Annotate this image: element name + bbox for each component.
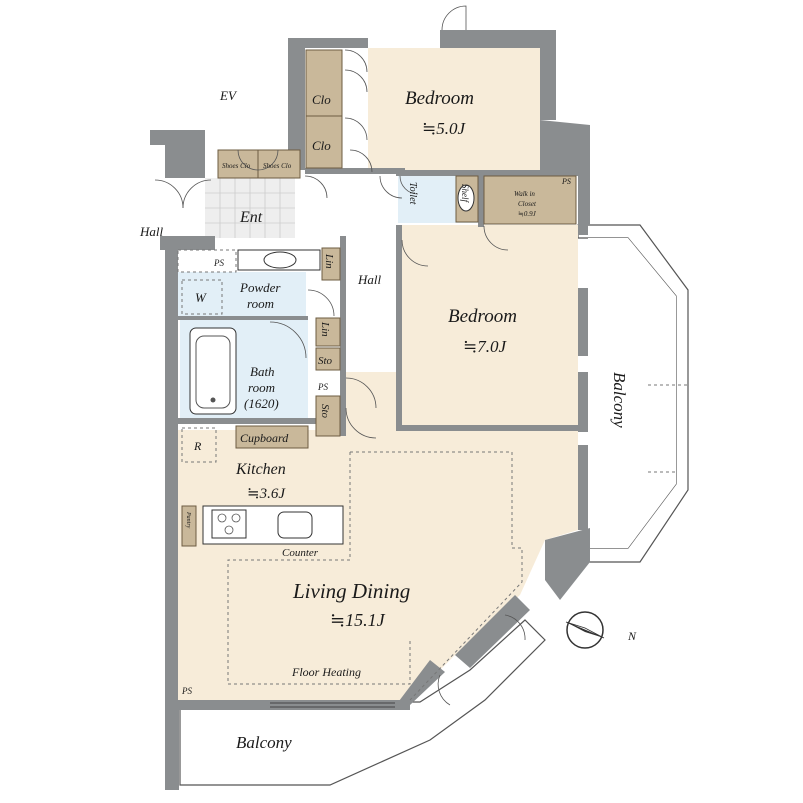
bedroom-1-floor — [368, 48, 540, 170]
storage-top — [315, 347, 341, 371]
clo-bottom-label: Clo — [312, 138, 331, 153]
walkin-size: ≒0.9J — [518, 210, 537, 218]
powder-title-1: Powder — [239, 280, 281, 295]
pantry — [181, 505, 197, 547]
ev-label: EV — [219, 88, 238, 103]
balcony-bottom-label: Balcony — [236, 733, 292, 752]
kitchen-size: ≒3.6J — [247, 486, 286, 502]
bath-title-1: Bath — [250, 364, 275, 379]
cupboard — [235, 425, 309, 449]
linen-top — [321, 247, 341, 281]
bedroom-2-size: ≒7.0J — [463, 337, 507, 356]
bathtub-icon — [189, 327, 237, 415]
clo-top-label: Clo — [312, 92, 331, 107]
pantry-label: Pantry — [185, 511, 191, 529]
bath-title-2: room — [248, 380, 275, 395]
balcony-right-label: Balcony — [610, 372, 629, 428]
shoes-clo-left-label: Shoes Clo — [222, 162, 251, 170]
bath-title-3: (1620) — [244, 396, 279, 411]
ps-top-label: PS — [213, 258, 224, 268]
walkin-closet — [483, 175, 577, 225]
linen-mid — [315, 317, 341, 347]
bedroom-2-floor — [400, 225, 578, 430]
closet-top — [305, 49, 343, 117]
ps-mid-label: PS — [317, 382, 328, 392]
kitchen-title: Kitchen — [235, 461, 286, 478]
lin-top-label: Lin — [323, 253, 335, 269]
walkin-title-2: Closet — [518, 200, 537, 208]
sto-bottom-label: Sto — [319, 404, 331, 419]
hall-inside-label: Hall — [357, 272, 382, 287]
walkin-title-1: Walk in — [514, 190, 535, 198]
bedroom-1-title: Bedroom — [405, 88, 474, 109]
hall-outside-label: Hall — [139, 224, 164, 239]
compass-n-label: N — [627, 629, 637, 643]
storage-bottom — [315, 395, 341, 437]
living-title: Living Dining — [292, 579, 410, 603]
closet-bottom — [305, 115, 343, 169]
counter-label: Counter — [282, 547, 319, 559]
balcony-right-floor — [588, 238, 676, 548]
ps-bottom-label: PS — [181, 686, 192, 696]
bedroom-1-size: ≒5.0J — [422, 119, 466, 138]
ent-label: Ent — [239, 209, 263, 226]
w-label: W — [195, 290, 207, 305]
stove-icon — [211, 509, 247, 539]
living-floor — [178, 380, 578, 700]
powder-title-2: room — [247, 296, 274, 311]
shelf-label: Shelf — [460, 184, 470, 203]
toilet-icon — [457, 184, 475, 212]
r-label: R — [193, 439, 202, 453]
compass-icon — [565, 611, 605, 649]
sto-top-label: Sto — [318, 355, 333, 367]
ps-walkin-label: PS — [561, 177, 571, 186]
sink-icon — [277, 511, 313, 539]
bedroom-2-title: Bedroom — [448, 306, 517, 327]
shoes-closet-right — [257, 149, 301, 179]
washbasin-icon — [263, 251, 297, 269]
toilet-label: Toilet — [407, 182, 418, 205]
shoes-clo-right-label: Shoes Clo — [263, 162, 292, 170]
living-size: ≒15.1J — [330, 610, 386, 630]
floor-heating-label: Floor Heating — [291, 665, 361, 679]
cupboard-label: Cupboard — [240, 431, 289, 445]
lin-mid-label: Lin — [319, 321, 331, 337]
powder-floor — [178, 272, 306, 318]
